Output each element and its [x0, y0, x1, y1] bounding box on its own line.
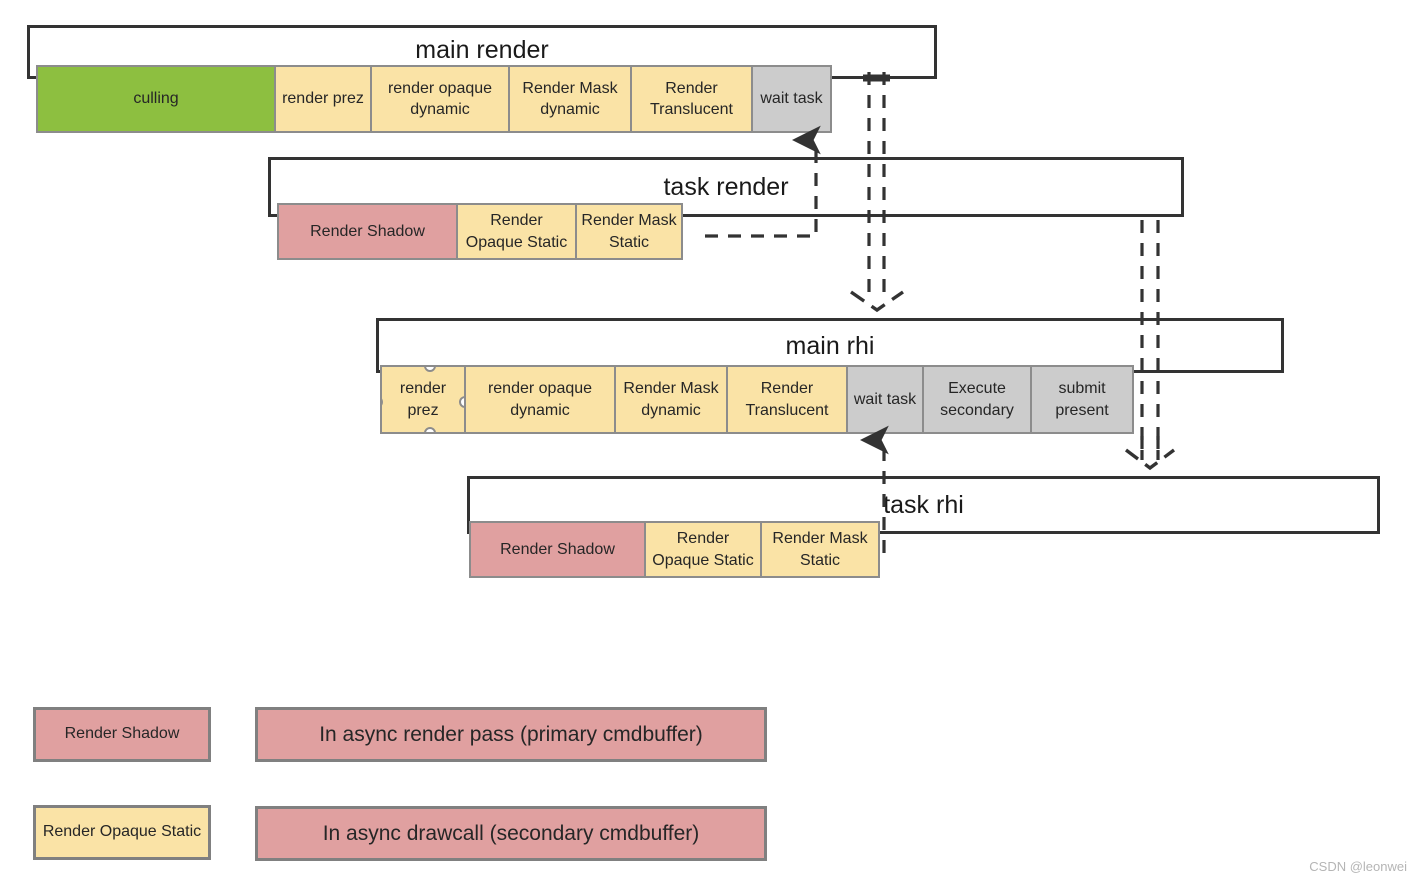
block-render-mask-dynamic[interactable]: Render Mask dynamic — [508, 65, 632, 133]
legend-swatch-label: Render Shadow — [64, 725, 180, 743]
selection-handle-left[interactable] — [382, 396, 383, 408]
block-label: render opaque dynamic — [387, 79, 493, 118]
block-label: render prez — [399, 380, 447, 419]
block-submit-present[interactable]: submit present — [1030, 365, 1134, 434]
legend-swatch-render-shadow: Render Shadow — [33, 707, 211, 762]
block-label: Render Translucent — [745, 380, 829, 419]
block-render-mask-static[interactable]: Render Mask Static — [760, 521, 880, 578]
block-render-prez[interactable]: render prez — [380, 365, 466, 434]
block-row-main-render: culling render prez render opaque dynami… — [36, 65, 832, 133]
block-render-opaque-static[interactable]: Render Opaque Static — [456, 203, 577, 260]
block-label: Render Opaque Static — [652, 530, 754, 569]
block-label: wait task — [853, 390, 917, 408]
block-render-opaque-dynamic[interactable]: render opaque dynamic — [464, 365, 616, 434]
block-label: Render Mask dynamic — [623, 380, 719, 419]
block-render-translucent[interactable]: Render Translucent — [726, 365, 848, 434]
block-render-mask-dynamic[interactable]: Render Mask dynamic — [614, 365, 728, 434]
block-label: Execute secondary — [940, 380, 1014, 419]
block-render-opaque-dynamic[interactable]: render opaque dynamic — [370, 65, 510, 133]
legend-description-text: In async drawcall (secondary cmdbuffer) — [322, 821, 700, 845]
selection-handle-right[interactable] — [459, 396, 464, 408]
block-label: render prez — [282, 90, 364, 108]
arrow-main-rhi-submit-to-task-rhi — [1124, 436, 1176, 471]
selection-handle-bottom[interactable] — [424, 427, 436, 432]
block-render-opaque-static[interactable]: Render Opaque Static — [644, 521, 762, 578]
legend-description-text: In async render pass (primary cmdbuffer) — [319, 722, 703, 746]
block-wait-task[interactable]: wait task — [751, 65, 832, 133]
lane-title-task-rhi: task rhi — [883, 491, 964, 519]
legend-description-primary: In async render pass (primary cmdbuffer) — [255, 707, 767, 762]
legend-description-secondary: In async drawcall (secondary cmdbuffer) — [255, 806, 767, 861]
block-row-task-rhi: Render Shadow Render Opaque Static Rende… — [469, 521, 880, 578]
block-render-shadow[interactable]: Render Shadow — [469, 521, 646, 578]
lane-frame-task-rhi — [467, 476, 1380, 534]
block-execute-secondary[interactable]: Execute secondary — [922, 365, 1032, 434]
block-render-translucent[interactable]: Render Translucent — [630, 65, 753, 133]
block-label: Render Mask Static — [772, 530, 868, 569]
block-label: culling — [133, 90, 179, 108]
block-label: Render Shadow — [500, 540, 615, 558]
block-label: submit present — [1055, 380, 1109, 419]
block-label: Render Translucent — [650, 79, 733, 118]
block-render-mask-static[interactable]: Render Mask Static — [575, 203, 683, 260]
legend-swatch-label: Render Opaque Static — [42, 823, 202, 841]
block-render-prez[interactable]: render prez — [274, 65, 372, 133]
block-row-task-render: Render Shadow Render Opaque Static Rende… — [277, 203, 683, 260]
block-label: render opaque dynamic — [487, 380, 593, 419]
block-render-shadow[interactable]: Render Shadow — [277, 203, 458, 260]
block-label: Render Shadow — [310, 222, 425, 240]
lane-title-main-render: main render — [415, 36, 549, 64]
block-label: Render Opaque Static — [465, 212, 568, 251]
lane-title-task-render: task render — [663, 173, 789, 201]
block-row-main-rhi: render prez render opaque dynamic Render… — [380, 365, 1134, 434]
selection-handle-top[interactable] — [424, 367, 436, 372]
block-label: wait task — [760, 90, 823, 108]
legend-swatch-render-opaque-static: Render Opaque Static — [33, 805, 211, 860]
block-label: Render Mask Static — [581, 212, 677, 251]
block-wait-task[interactable]: wait task — [846, 365, 924, 434]
block-label: Render Mask dynamic — [522, 79, 618, 118]
lane-title-main-rhi: main rhi — [785, 332, 875, 360]
watermark: CSDN @leonwei — [1309, 859, 1407, 874]
block-culling[interactable]: culling — [36, 65, 276, 133]
